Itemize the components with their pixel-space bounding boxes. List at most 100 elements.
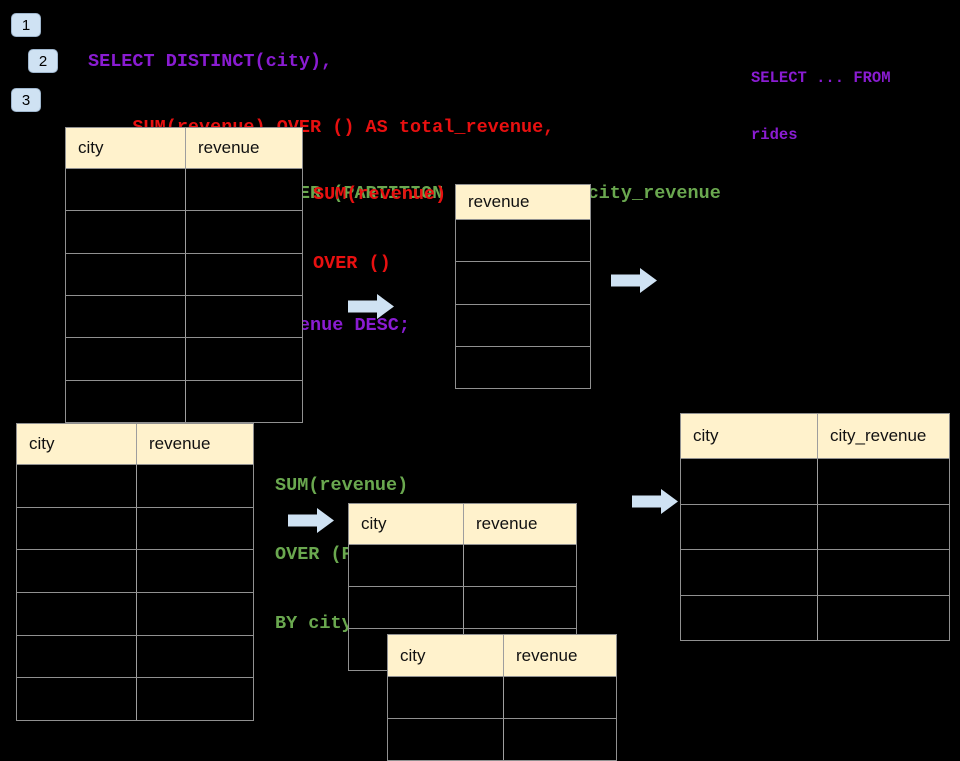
table-row [66, 253, 302, 296]
step-badge-3: 3 [11, 88, 41, 112]
table-row [349, 545, 576, 587]
total-revenue-result-table: revenue [455, 184, 591, 389]
table-row [681, 504, 949, 550]
table-row [456, 347, 590, 388]
table-row [17, 635, 253, 679]
table-row [17, 592, 253, 636]
city-revenue-result-table: city city_revenue [680, 413, 950, 641]
arrow-right-icon [288, 508, 334, 533]
step-badge-1: 1 [11, 13, 41, 37]
table-header-row: revenue [456, 185, 590, 220]
annotation-partition-line-1: SUM(revenue) [275, 475, 409, 496]
column-header: city [361, 514, 387, 533]
table-row [681, 595, 949, 641]
column-header: city [29, 434, 55, 453]
table-row [388, 677, 616, 719]
table-cell [463, 545, 576, 586]
table-row [17, 678, 253, 720]
source-rides-table-top: city revenue [65, 127, 303, 423]
table-cell [185, 380, 302, 422]
table-header-row: city revenue [17, 424, 253, 465]
column-header: revenue [503, 635, 616, 676]
table-cell [456, 305, 590, 346]
table-row [17, 550, 253, 593]
table-cell [17, 465, 136, 507]
step-badge-2: 2 [28, 49, 58, 73]
table-cell [17, 593, 136, 635]
annotation-total-line-2: OVER () [313, 253, 391, 274]
table-cell [817, 595, 949, 640]
table-row [456, 305, 590, 347]
annotation-total-revenue: SUM(revenue) OVER () [313, 137, 446, 298]
table-cell [66, 211, 185, 252]
column-header: city [693, 426, 719, 445]
arrow-right-icon [611, 268, 657, 293]
table-row [66, 295, 302, 339]
column-header: city [78, 138, 104, 157]
column-header: revenue [468, 192, 530, 211]
side-note-line-2: rides [751, 126, 798, 144]
table-cell [136, 592, 253, 635]
table-header-row: city city_revenue [681, 414, 949, 459]
source-rides-table-bottom: city revenue [16, 423, 254, 721]
table-row [66, 169, 302, 212]
arrow-right-icon [632, 489, 678, 514]
table-row [349, 587, 576, 629]
table-cell [17, 636, 136, 678]
table-cell [185, 338, 302, 380]
table-cell [349, 545, 463, 586]
column-header: revenue [463, 504, 576, 544]
table-cell [17, 678, 136, 720]
sql-line-select: SELECT DISTINCT(city), [88, 51, 333, 72]
table-cell [456, 347, 590, 388]
table-cell [681, 459, 817, 504]
side-note-select-from-rides: SELECT ... FROM rides [751, 31, 891, 164]
table-row [66, 338, 302, 381]
table-row [681, 459, 949, 505]
table-header-row: city revenue [349, 504, 576, 545]
table-cell [349, 587, 463, 628]
table-row [456, 262, 590, 305]
column-header: city [400, 645, 426, 665]
table-cell [388, 677, 503, 718]
table-cell [17, 550, 136, 592]
table-cell [681, 505, 817, 550]
table-cell [456, 262, 590, 303]
table-row [66, 211, 302, 254]
table-row [66, 380, 302, 422]
table-cell [185, 169, 302, 211]
table-row [17, 465, 253, 508]
table-cell [185, 253, 302, 295]
slide-canvas: { "colors": { "background": "#000000", "… [11, 13, 950, 761]
column-header: revenue [136, 424, 253, 464]
table-cell [136, 465, 253, 507]
table-cell [681, 596, 817, 641]
table-cell [136, 550, 253, 592]
arrow-right-icon [348, 294, 394, 319]
table-cell [185, 295, 302, 338]
table-header-row: city revenue [66, 128, 302, 169]
column-header: city_revenue [817, 414, 949, 458]
table-header-row: city revenue [388, 635, 616, 677]
table-row [388, 719, 616, 760]
table-cell [185, 211, 302, 253]
column-header: revenue [185, 128, 302, 168]
table-cell [66, 338, 185, 379]
table-cell [136, 635, 253, 678]
annotation-total-line-1: SUM(revenue) [313, 184, 447, 205]
table-cell [136, 678, 253, 720]
table-cell [66, 254, 185, 295]
table-cell [503, 677, 616, 718]
table-cell [17, 508, 136, 550]
table-cell [817, 504, 949, 549]
table-cell [503, 719, 616, 760]
table-cell [136, 507, 253, 550]
table-cell [66, 296, 185, 337]
table-cell [66, 169, 185, 210]
table-cell [681, 550, 817, 595]
table-cell [817, 459, 949, 504]
table-cell [66, 381, 185, 422]
table-row [681, 550, 949, 596]
partition-intermediate-table-2: city revenue [387, 634, 617, 761]
side-note-line-1: SELECT ... FROM [751, 69, 891, 87]
